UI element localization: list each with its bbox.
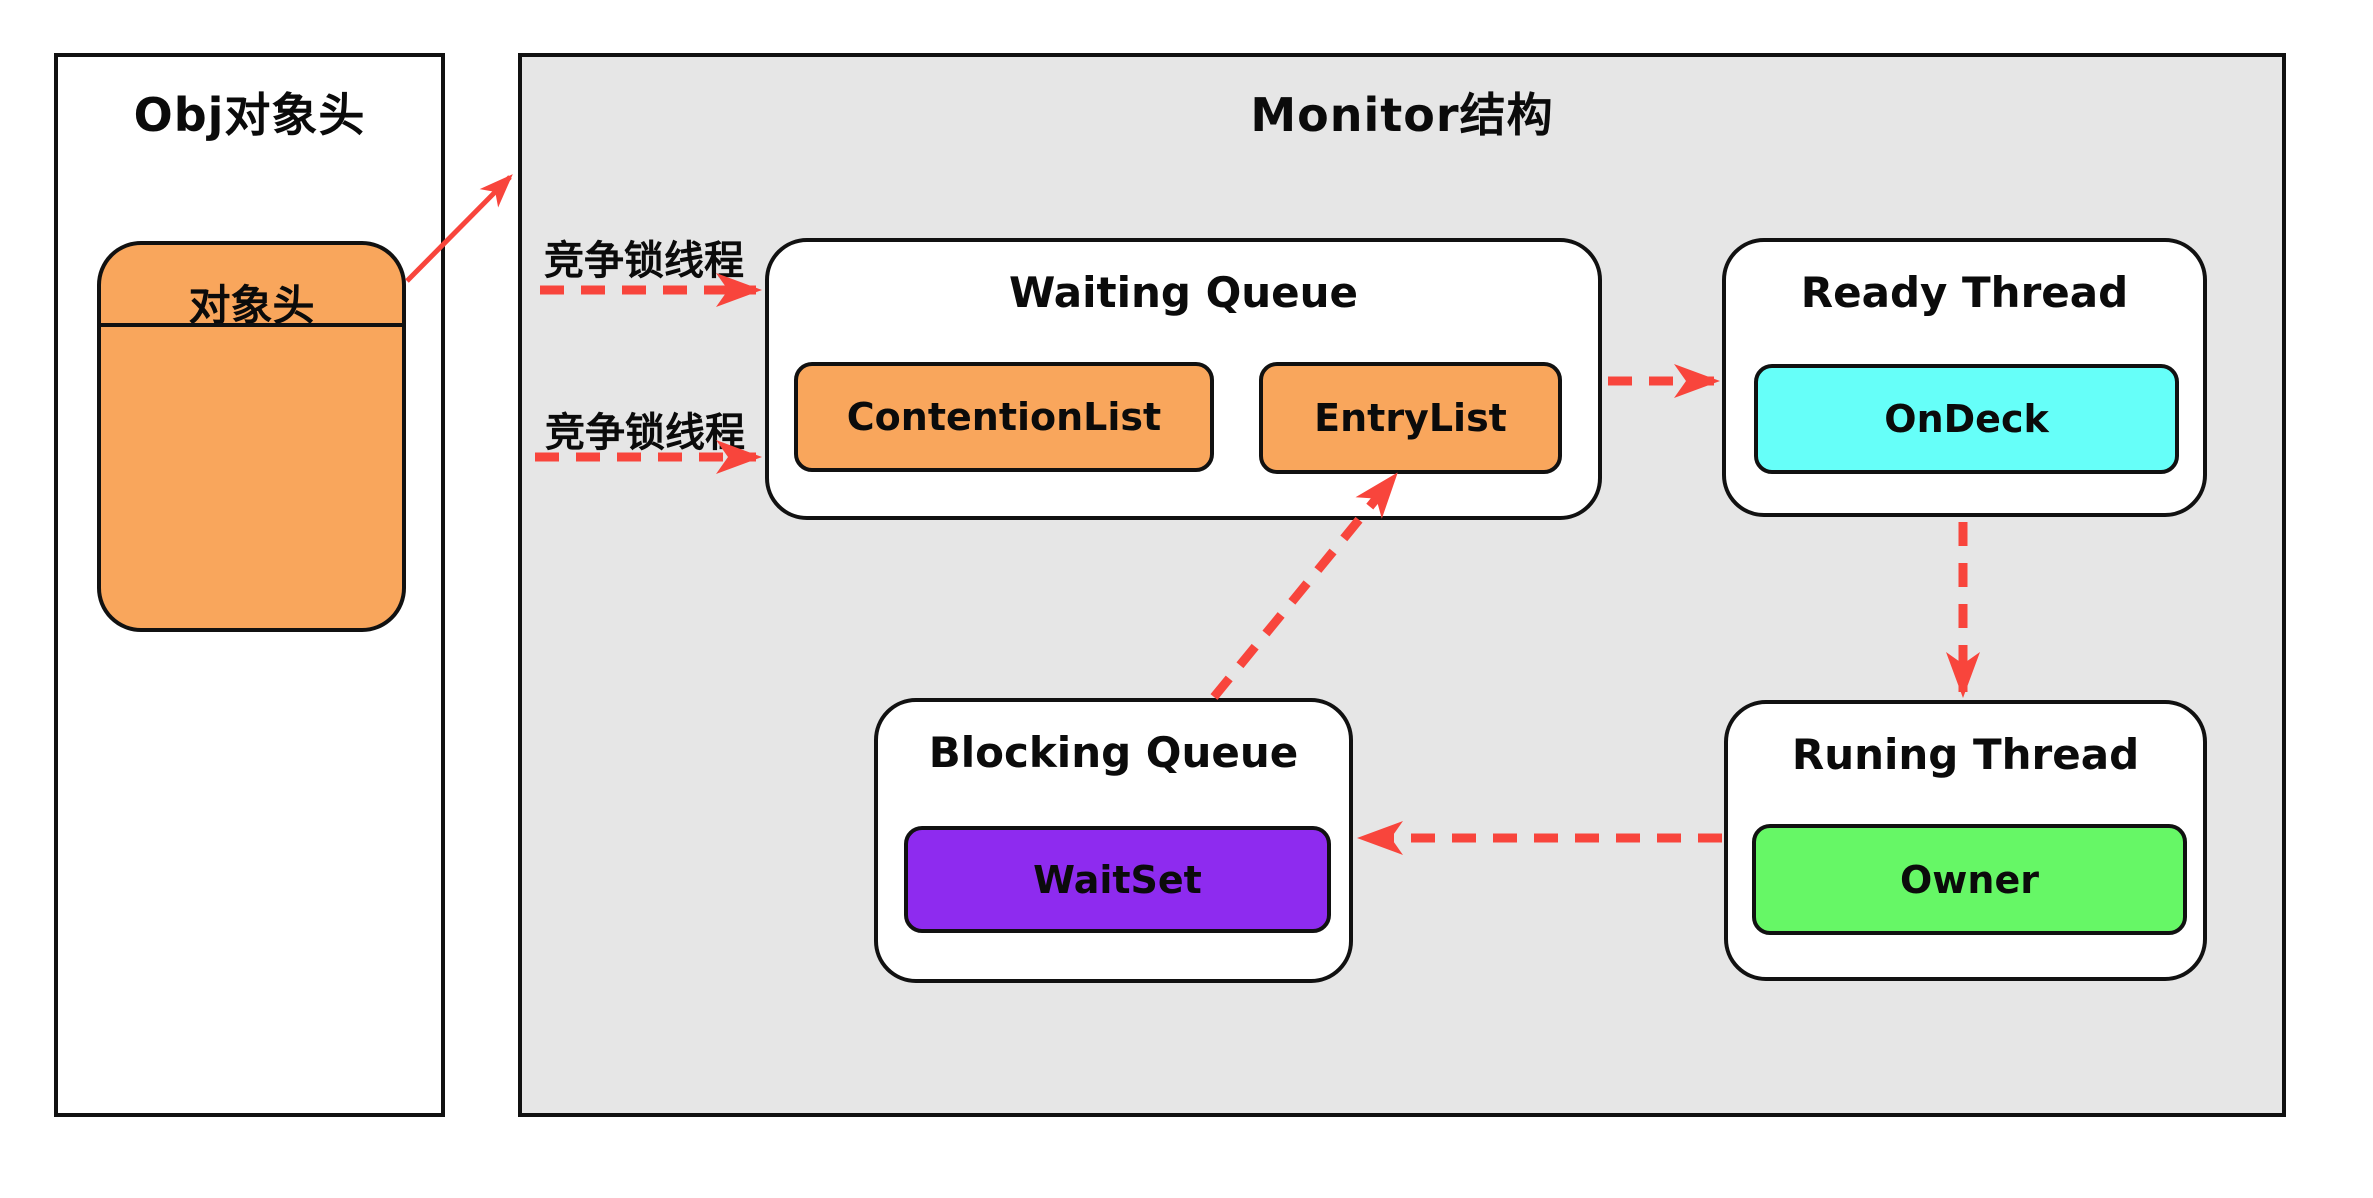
obj-panel-title: Obj对象头 <box>133 88 366 142</box>
ready-thread-title: Ready Thread <box>1800 268 2129 317</box>
waiting-queue-title: Waiting Queue <box>1008 268 1359 317</box>
runing-thread-title: Runing Thread <box>1791 730 2140 779</box>
object-header-divider <box>100 323 403 327</box>
entry-list-box: EntryList <box>1259 362 1562 474</box>
contention-list-box: ContentionList <box>794 362 1214 472</box>
ready-thread-box: Ready Thread OnDeck <box>1722 238 2207 517</box>
waitset-box: WaitSet <box>904 826 1331 933</box>
blocking-queue-title: Blocking Queue <box>928 728 1299 777</box>
contend-lock-thread-label-1: 竞争锁线程 <box>544 238 744 284</box>
obj-panel: Obj对象头 对象头 <box>54 53 445 1117</box>
runing-thread-box: Runing Thread Owner <box>1724 700 2207 981</box>
object-header-box: 对象头 <box>97 241 406 632</box>
owner-box: Owner <box>1752 824 2187 935</box>
waiting-queue-box: Waiting Queue ContentionList EntryList <box>765 238 1602 520</box>
ondeck-box: OnDeck <box>1754 364 2179 474</box>
blocking-queue-box: Blocking Queue WaitSet <box>874 698 1353 983</box>
monitor-panel-title: Monitor结构 <box>1250 88 1554 142</box>
contend-lock-thread-label-2: 竞争锁线程 <box>545 410 745 456</box>
object-header-label: 对象头 <box>188 281 315 330</box>
